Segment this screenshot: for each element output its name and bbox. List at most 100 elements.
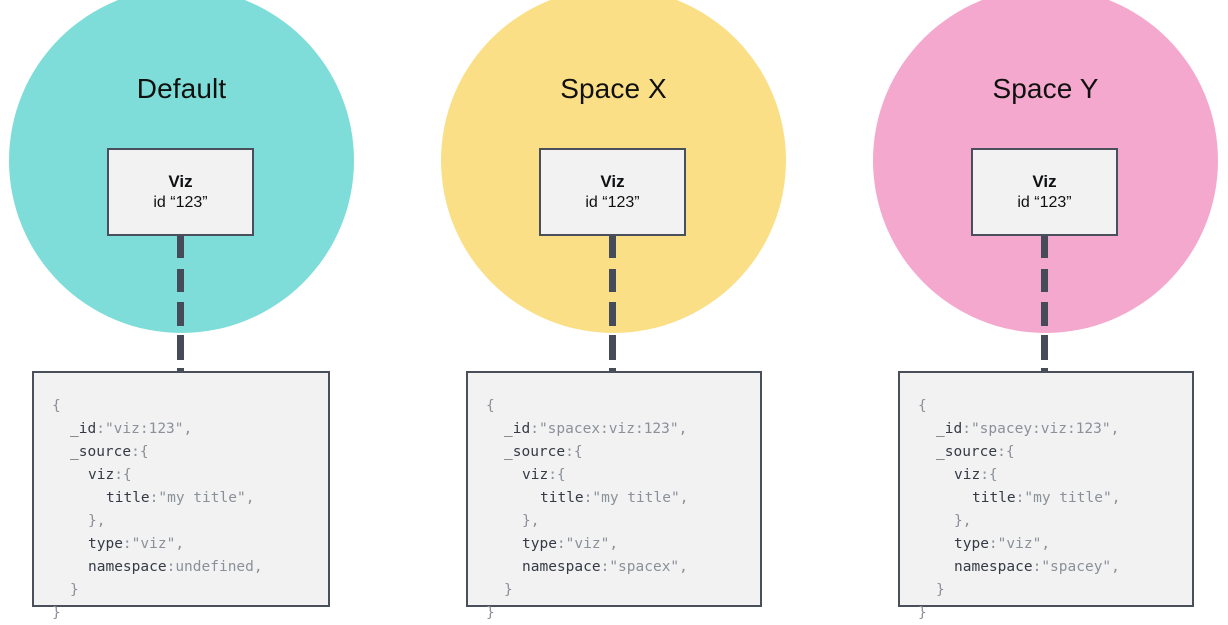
code-punct: } — [918, 605, 927, 621]
viz-node-id: id “123” — [1017, 194, 1072, 211]
viz-node-id: id “123” — [585, 194, 640, 211]
code-punct: }, — [522, 513, 540, 529]
code-punct: , — [1111, 559, 1120, 575]
code-value: "viz" — [997, 536, 1042, 552]
code-value: "viz:123" — [104, 421, 184, 437]
code-punct: : — [149, 490, 159, 506]
code-punct: , — [245, 490, 255, 506]
code-key: namespace — [88, 559, 167, 575]
code-line: _source:{ — [486, 441, 760, 464]
code-punct: : — [962, 421, 971, 437]
code-block-space-x: {_id:"spacex:viz:123",_source:{viz:{titl… — [466, 371, 762, 621]
code-line: { — [52, 395, 328, 418]
code-key: viz — [954, 467, 981, 483]
connector-dashed-line-default — [177, 236, 184, 373]
code-key: _id — [936, 421, 963, 437]
code-line: } — [918, 602, 1192, 625]
code-punct: , — [175, 536, 185, 552]
code-punct: , — [1041, 536, 1051, 552]
code-punct: }, — [88, 513, 106, 529]
code-line: _source:{ — [52, 441, 328, 464]
code-punct: : — [556, 536, 566, 552]
code-key: _source — [70, 444, 132, 460]
code-value: "spacex:viz:123" — [538, 421, 679, 437]
code-punct: } — [70, 582, 79, 598]
code-punct: :{ — [131, 444, 149, 460]
code-punct: : — [530, 421, 539, 437]
code-key: title — [540, 490, 584, 506]
code-punct: :{ — [565, 444, 583, 460]
code-line: viz:{ — [52, 464, 328, 487]
code-line: } — [52, 602, 328, 625]
code-line: type:"viz", — [486, 533, 760, 556]
code-punct: { — [52, 398, 61, 414]
code-key: type — [522, 536, 557, 552]
code-line: } — [52, 579, 328, 602]
code-line: namespace:"spacex", — [486, 556, 760, 579]
code-value: "my title" — [158, 490, 246, 506]
code-punct: , — [678, 421, 688, 437]
code-punct: { — [486, 398, 495, 414]
viz-node-title: Viz — [600, 172, 625, 191]
code-punct: } — [504, 582, 513, 598]
viz-node-space-y[interactable]: Viz id “123” — [971, 148, 1118, 236]
code-punct: , — [1111, 490, 1121, 506]
connector-dashed-line-space-x — [609, 236, 616, 373]
code-punct: : — [122, 536, 132, 552]
code-line: { — [486, 395, 760, 418]
code-line: }, — [918, 510, 1192, 533]
code-punct: : — [96, 421, 105, 437]
code-line: _id:"viz:123", — [52, 418, 328, 441]
code-key: title — [106, 490, 150, 506]
code-value: "my title" — [592, 490, 680, 506]
code-punct: , — [183, 421, 193, 437]
code-key: type — [954, 536, 989, 552]
code-value: "spacey" — [1041, 559, 1112, 575]
code-line: viz:{ — [486, 464, 760, 487]
viz-node-id: id “123” — [153, 194, 208, 211]
code-block-space-y: {_id:"spacey:viz:123",_source:{viz:{titl… — [898, 371, 1194, 621]
viz-node-space-x[interactable]: Viz id “123” — [539, 148, 686, 236]
code-punct: :{ — [997, 444, 1015, 460]
code-block-default: {_id:"viz:123",_source:{viz:{title:"my t… — [32, 371, 330, 621]
code-line: namespace:"spacey", — [918, 556, 1192, 579]
code-punct: } — [936, 582, 945, 598]
code-key: _id — [504, 421, 531, 437]
code-line: { — [918, 395, 1192, 418]
space-title-space-y: Space Y — [992, 73, 1099, 104]
code-value: "viz" — [131, 536, 176, 552]
code-key: viz — [88, 467, 115, 483]
code-line: _id:"spacex:viz:123", — [486, 418, 760, 441]
code-punct: }, — [954, 513, 972, 529]
code-line: }, — [486, 510, 760, 533]
code-punct: : — [583, 490, 593, 506]
viz-node-title: Viz — [1032, 172, 1057, 191]
code-line: viz:{ — [918, 464, 1192, 487]
viz-node-title: Viz — [168, 172, 193, 191]
connector-dashed-line-space-y — [1041, 236, 1048, 373]
code-line: namespace:undefined, — [52, 556, 328, 579]
code-line: type:"viz", — [918, 533, 1192, 556]
code-punct: :{ — [980, 467, 998, 483]
code-value: "spacex" — [609, 559, 680, 575]
code-punct: , — [679, 490, 689, 506]
code-line: } — [918, 579, 1192, 602]
code-line: _id:"spacey:viz:123", — [918, 418, 1192, 441]
code-punct: , — [1110, 421, 1120, 437]
code-value: "my title" — [1024, 490, 1112, 506]
code-line: type:"viz", — [52, 533, 328, 556]
code-line: _source:{ — [918, 441, 1192, 464]
viz-node-default[interactable]: Viz id “123” — [107, 148, 254, 236]
code-punct: : — [1015, 490, 1025, 506]
code-key: namespace — [522, 559, 601, 575]
space-title-space-x: Space X — [560, 73, 667, 104]
code-punct: , — [253, 559, 263, 575]
code-value: "spacey:viz:123" — [970, 421, 1111, 437]
code-key: namespace — [954, 559, 1033, 575]
code-punct: { — [918, 398, 927, 414]
code-punct: } — [486, 605, 495, 621]
